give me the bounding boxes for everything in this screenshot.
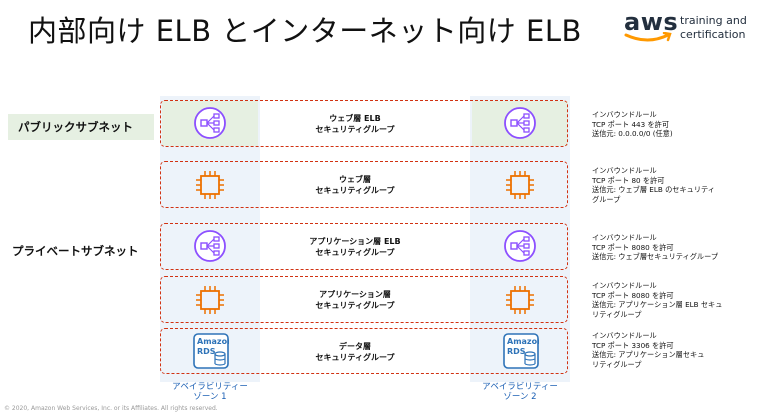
rds-label-line2: RDS <box>507 347 526 356</box>
rule-line: インバウンドルール <box>592 233 657 242</box>
zone-label-line1: アベイラビリティー <box>172 382 248 392</box>
rds-label-line1: Amazon <box>197 337 229 346</box>
rule-line: 送信元: ウェブ層 ELB のセキュリティ <box>592 185 715 195</box>
tier-app-elb <box>160 223 568 270</box>
private-subnet-label: プライベートサブネット <box>12 244 139 258</box>
elb-icon <box>504 107 536 139</box>
ec2-chip-icon <box>506 286 534 314</box>
rule-line: インバウンドルール <box>592 331 657 340</box>
tier-label-line1: アプリケーション層 ELB <box>309 237 401 246</box>
rds-icon: Amazon RDS <box>193 333 229 369</box>
tier-label-app-elb: アプリケーション層 ELB セキュリティグループ <box>270 236 440 258</box>
rule-line: グループ <box>592 194 621 204</box>
rds-label-line2: RDS <box>197 347 216 356</box>
tier-label-line2: セキュリティグループ <box>315 353 395 362</box>
rule-line: 送信元: ウェブ層セキュリティグループ <box>592 252 719 262</box>
page-title: 内部向け ELB とインターネット向け ELB <box>28 14 582 48</box>
tier-label-line2: セキュリティグループ <box>315 248 395 257</box>
copyright-text: © 2020, Amazon Web Services, Inc. or its… <box>4 405 218 412</box>
aws-smile-icon <box>624 32 672 42</box>
tier-web-elb <box>160 100 568 147</box>
inbound-rule-app-elb: インバウンドルール TCP ポート 8080 を許可 送信元: ウェブ層セキュリ… <box>592 233 752 262</box>
rule-line: インバウンドルール <box>592 281 657 290</box>
rule-line: 送信元: 0.0.0.0/0 (任意) <box>592 129 673 139</box>
elb-icon <box>194 230 226 262</box>
tier-label-app: アプリケーション層 セキュリティグループ <box>270 289 440 311</box>
availability-zone-1-label: アベイラビリティー ゾーン 1 <box>165 382 255 402</box>
inbound-rule-app: インバウンドルール TCP ポート 8080 を許可 送信元: アプリケーション… <box>592 281 752 319</box>
tier-data <box>160 328 568 374</box>
logo-line1: training and <box>680 14 747 27</box>
logo-line2: certification <box>680 28 746 41</box>
tier-label-line2: セキュリティグループ <box>315 301 395 310</box>
rule-line: TCP ポート 443 を許可 <box>592 119 670 129</box>
public-subnet-highlight <box>8 114 154 140</box>
ec2-chip-icon <box>506 171 534 199</box>
rule-line: TCP ポート 8080 を許可 <box>592 242 674 252</box>
rule-line: TCP ポート 8080 を許可 <box>592 290 674 300</box>
tier-label-line1: アプリケーション層 <box>319 290 391 299</box>
inbound-rule-web: インバウンドルール TCP ポート 80 を許可 送信元: ウェブ層 ELB の… <box>592 166 752 204</box>
elb-icon <box>194 107 226 139</box>
zone-label-line2: ゾーン 2 <box>503 392 537 402</box>
aws-training-logo: aws training and certification <box>624 8 754 52</box>
rule-line: 送信元: アプリケーション層セキュ <box>592 350 705 360</box>
tier-label-data: データ層 セキュリティグループ <box>270 341 440 363</box>
zone-label-line1: アベイラビリティー <box>482 382 558 392</box>
tier-label-line1: ウェブ層 <box>339 175 371 184</box>
logo-brand: aws <box>624 8 679 36</box>
rule-line: TCP ポート 3306 を許可 <box>592 340 674 350</box>
elb-icon <box>504 230 536 262</box>
availability-zone-2-label: アベイラビリティー ゾーン 2 <box>475 382 565 402</box>
rds-label-line1: Amazon <box>507 337 539 346</box>
inbound-rule-web-elb: インバウンドルール TCP ポート 443 を許可 送信元: 0.0.0.0/0… <box>592 110 752 139</box>
tier-label-web-elb: ウェブ層 ELB セキュリティグループ <box>270 113 440 135</box>
rule-line: インバウンドルール <box>592 166 657 175</box>
tier-label-line2: セキュリティグループ <box>315 125 395 134</box>
ec2-chip-icon <box>196 171 224 199</box>
tier-label-web: ウェブ層 セキュリティグループ <box>270 174 440 196</box>
rule-line: TCP ポート 80 を許可 <box>592 175 665 185</box>
tier-app <box>160 276 568 323</box>
rule-line: インバウンドルール <box>592 110 657 119</box>
ec2-chip-icon <box>196 286 224 314</box>
tier-label-line1: ウェブ層 ELB <box>329 114 381 123</box>
rule-line: リティグループ <box>592 309 642 319</box>
rule-line: 送信元: アプリケーション層 ELB セキュ <box>592 300 723 310</box>
inbound-rule-data: インバウンドルール TCP ポート 3306 を許可 送信元: アプリケーション… <box>592 331 752 369</box>
zone-label-line2: ゾーン 1 <box>193 392 227 402</box>
public-subnet-label: パブリックサブネット <box>18 120 133 134</box>
tier-label-line2: セキュリティグループ <box>315 186 395 195</box>
tier-web <box>160 161 568 208</box>
rds-icon: Amazon RDS <box>503 333 539 369</box>
rule-line: リティグループ <box>592 359 642 369</box>
tier-label-line1: データ層 <box>339 342 371 351</box>
